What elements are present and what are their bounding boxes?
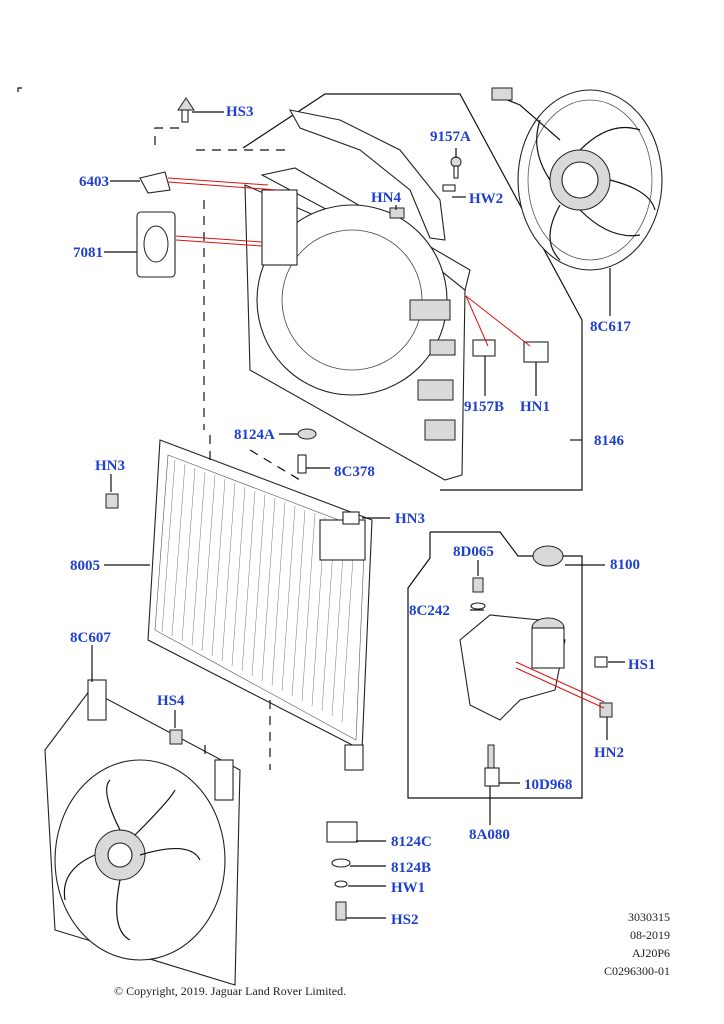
label-8005[interactable]: 8005 bbox=[70, 558, 100, 574]
label-HW2[interactable]: HW2 bbox=[469, 191, 503, 207]
small-hardware bbox=[105, 97, 613, 921]
reference-date: 08-2019 bbox=[630, 928, 670, 942]
label-HN1[interactable]: HN1 bbox=[520, 399, 550, 415]
label-8124C[interactable]: 8124C bbox=[391, 834, 432, 850]
label-8124B[interactable]: 8124B bbox=[391, 860, 431, 876]
label-8C378[interactable]: 8C378 bbox=[334, 464, 375, 480]
label-10D968[interactable]: 10D968 bbox=[524, 777, 572, 793]
fan-shroud bbox=[244, 109, 471, 481]
radiator bbox=[147, 439, 373, 771]
label-9157A[interactable]: 9157A bbox=[430, 129, 471, 145]
label-HN4[interactable]: HN4 bbox=[371, 190, 402, 206]
label-HS2[interactable]: HS2 bbox=[391, 912, 419, 928]
reference-code: C0296300-01 bbox=[604, 964, 670, 978]
label-9157B[interactable]: 9157B bbox=[464, 399, 504, 415]
lower-fan-shroud bbox=[44, 679, 241, 986]
label-HS1[interactable]: HS1 bbox=[628, 657, 656, 673]
label-7081[interactable]: 7081 bbox=[73, 245, 103, 261]
label-8C617[interactable]: 8C617 bbox=[590, 319, 631, 335]
highlight-leaders bbox=[167, 177, 605, 709]
label-HW1[interactable]: HW1 bbox=[391, 880, 425, 896]
label-6403[interactable]: 6403 bbox=[79, 174, 109, 190]
label-8A080[interactable]: 8A080 bbox=[469, 827, 510, 843]
label-8146[interactable]: 8146 bbox=[594, 433, 625, 449]
label-8100[interactable]: 8100 bbox=[610, 557, 640, 573]
reference-model: AJ20P6 bbox=[631, 946, 670, 960]
corner-mark bbox=[17, 87, 22, 92]
expansion-tank bbox=[459, 545, 566, 787]
group-outline-8A080 bbox=[407, 531, 583, 799]
label-HN3-left[interactable]: HN3 bbox=[95, 458, 125, 474]
label-HN2[interactable]: HN2 bbox=[594, 745, 624, 761]
label-8C242[interactable]: 8C242 bbox=[409, 603, 450, 619]
callout-labels: HS3 9157A 6403 HN4 HW2 7081 8C617 9157B … bbox=[70, 104, 656, 928]
copyright-notice: © Copyright, 2019. Jaguar Land Rover Lim… bbox=[114, 984, 347, 998]
cooling-fan bbox=[491, 87, 663, 271]
label-8C607[interactable]: 8C607 bbox=[70, 630, 111, 646]
label-HS3[interactable]: HS3 bbox=[226, 104, 254, 120]
label-8D065[interactable]: 8D065 bbox=[453, 544, 494, 560]
document-reference-block: 3030315 08-2019 AJ20P6 C0296300-01 bbox=[570, 908, 670, 980]
label-8124A[interactable]: 8124A bbox=[234, 427, 275, 443]
label-HN3-right[interactable]: HN3 bbox=[395, 511, 425, 527]
label-HS4[interactable]: HS4 bbox=[157, 693, 185, 709]
callout-leaders bbox=[91, 111, 625, 919]
reference-number: 3030315 bbox=[628, 910, 670, 924]
